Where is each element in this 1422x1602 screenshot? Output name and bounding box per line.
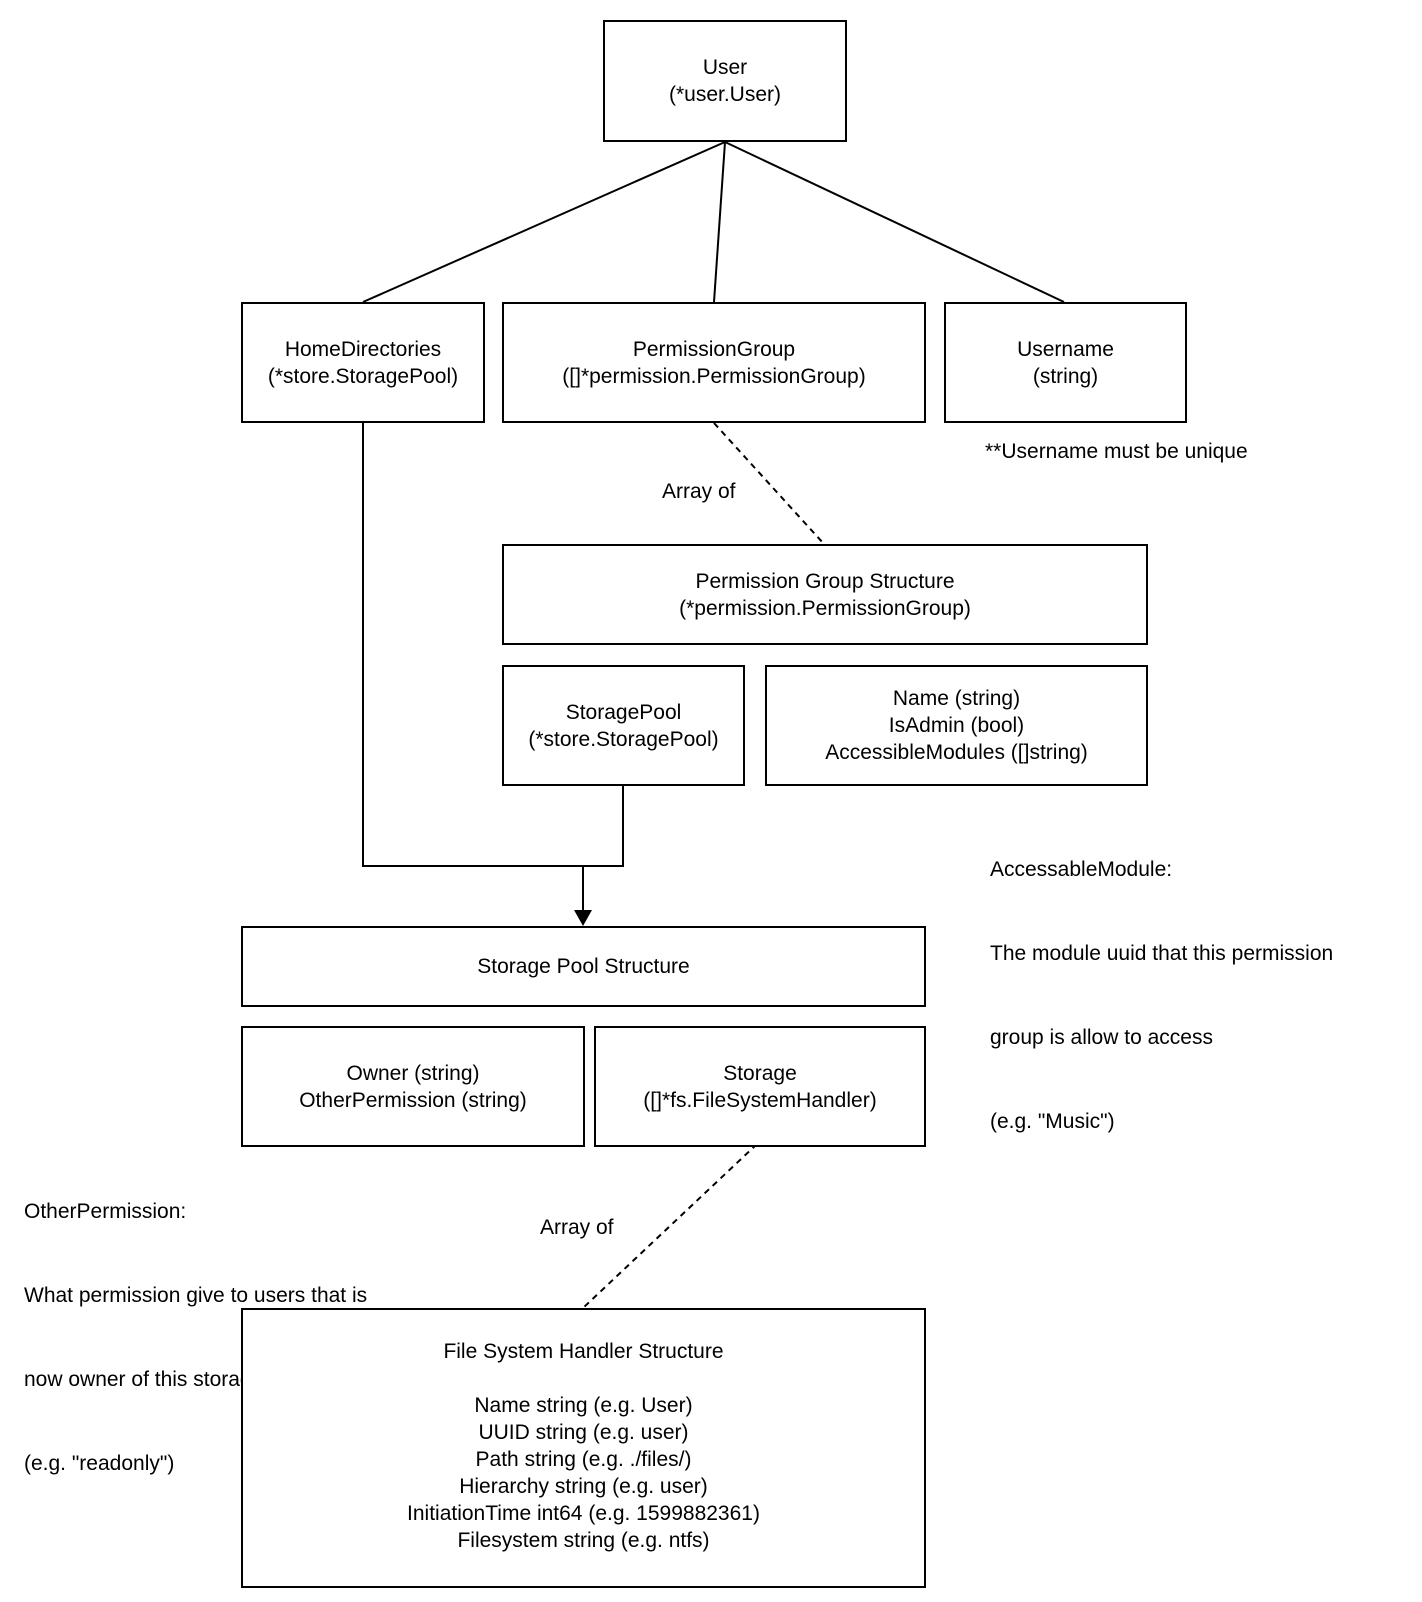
permissiongroup-box-type: ([]*permission.PermissionGroup) (562, 364, 866, 388)
array-of-label-permission: Array of (662, 480, 736, 503)
homedirectories-box-type: (*store.StoragePool) (267, 364, 459, 388)
storagepool-field-type: (*store.StoragePool) (528, 727, 719, 751)
other-permission-field: OtherPermission (string) (299, 1088, 527, 1112)
fs-handler-field-filesystem: Filesystem string (e.g. ntfs) (457, 1529, 710, 1552)
fs-handler-field-hierarchy: Hierarchy string (e.g. user) (459, 1475, 708, 1498)
storagepool-field-box: StoragePool (*store.StoragePool) (502, 665, 745, 786)
other-permission-note-line: OtherPermission: (24, 1200, 187, 1223)
permission-group-structure-box: Permission Group Structure (*permission.… (502, 544, 1148, 645)
other-permission-note-line: (e.g. "readonly") (24, 1452, 175, 1475)
fs-handler-structure-box: File System Handler Structure Name strin… (241, 1308, 926, 1588)
user-box-title: User (702, 56, 748, 79)
homedirectories-to-storagepool-connector (362, 423, 583, 867)
fs-handler-field-path: Path string (e.g. ./files/) (475, 1448, 692, 1471)
group-field-isadmin: IsAdmin (bool) (888, 714, 1025, 737)
array-of-label-storage: Array of (540, 1216, 614, 1239)
accessable-note-line: AccessableModule: (990, 858, 1173, 881)
user-to-username-line (724, 141, 1065, 303)
storage-array-dashed-line (582, 1143, 758, 1309)
owner-fields-box: Owner (string) OtherPermission (string) (241, 1026, 585, 1147)
homedirectories-box-title: HomeDirectories (284, 337, 442, 361)
fs-handler-field-name: Name string (e.g. User) (474, 1394, 693, 1417)
homedirectories-box: HomeDirectories (*store.StoragePool) (241, 302, 485, 423)
username-box: Username (string) (944, 302, 1187, 423)
permissiongroup-box-title: PermissionGroup (632, 337, 796, 361)
user-to-homedirectories-line (362, 141, 726, 303)
accessable-note-line: (e.g. "Music") (990, 1110, 1115, 1133)
storage-pool-structure-box: Storage Pool Structure (241, 926, 926, 1007)
storagepool-field-title: StoragePool (565, 700, 682, 724)
group-field-accessible-modules: AccessibleModules ([]string) (825, 741, 1088, 764)
storage-pool-structure-title: Storage Pool Structure (477, 955, 690, 978)
group-fields-box: Name (string) IsAdmin (bool) AccessibleM… (765, 665, 1148, 786)
storagepool-field-to-structure-connector (582, 786, 624, 912)
group-field-name: Name (string) (892, 687, 1021, 710)
username-box-title: Username (1017, 337, 1114, 361)
accessable-note-line: group is allow to access (990, 1026, 1213, 1049)
owner-field: Owner (string) (346, 1061, 480, 1085)
fs-handler-field-initiationtime: InitiationTime int64 (e.g. 1599882361) (407, 1502, 760, 1525)
user-box-type: (*user.User) (668, 83, 782, 106)
accessable-note-line: The module uuid that this permission (990, 942, 1334, 965)
username-box-type: (string) (1032, 364, 1099, 388)
fs-handler-structure-title: File System Handler Structure (443, 1340, 724, 1363)
fs-handler-field-uuid: UUID string (e.g. user) (478, 1421, 689, 1444)
storage-field-title: Storage (723, 1061, 797, 1085)
permission-group-structure-type: (*permission.PermissionGroup) (679, 596, 971, 620)
accessable-module-note: AccessableModule: The module uuid that t… (990, 800, 1333, 1164)
storage-field-type: ([]*fs.FileSystemHandler) (643, 1088, 877, 1112)
other-permission-note-line: What permission give to users that is (24, 1284, 368, 1307)
permission-group-structure-title: Permission Group Structure (695, 569, 955, 593)
arrow-down-icon (574, 910, 592, 926)
username-unique-note: **Username must be unique (985, 440, 1248, 463)
user-to-permissiongroup-line (713, 141, 726, 303)
storage-field-box: Storage ([]*fs.FileSystemHandler) (594, 1026, 926, 1147)
permissiongroup-array-dashed-line (713, 422, 825, 545)
permissiongroup-box: PermissionGroup ([]*permission.Permissio… (502, 302, 926, 423)
user-box: User (*user.User) (603, 20, 847, 142)
